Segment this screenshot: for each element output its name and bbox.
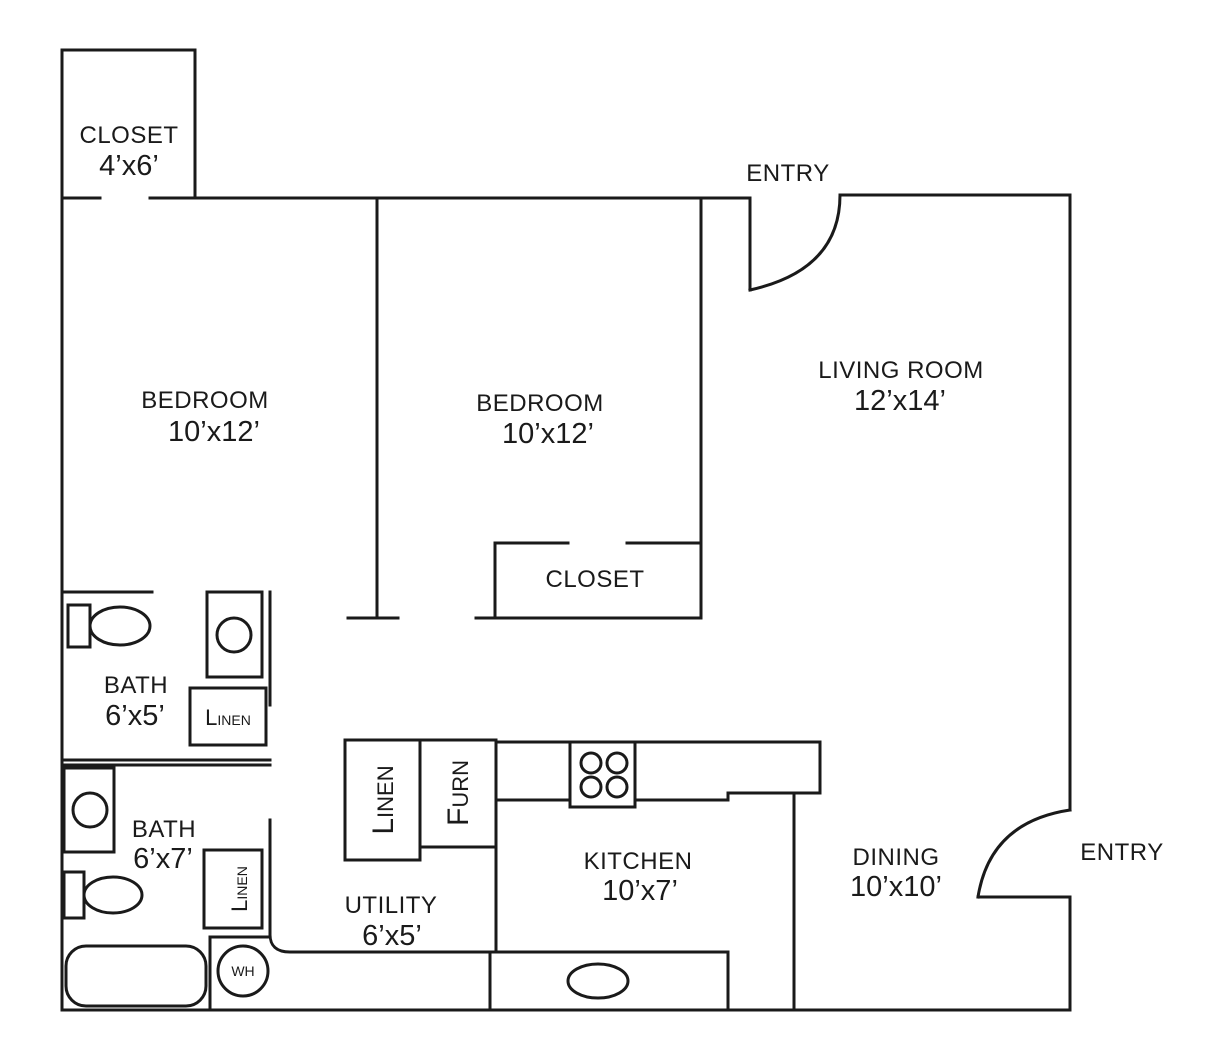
bedroom-2-size: 10’x12’ [502, 418, 594, 450]
entry-top-label: ENTRY [746, 160, 829, 187]
living-room-size: 12’x14’ [854, 385, 946, 417]
bedroom-1-size: 10’x12’ [168, 416, 260, 448]
furnace-closet [418, 738, 498, 849]
closet-top-size: 4’x6’ [99, 150, 159, 182]
closet-top-name: CLOSET [79, 122, 178, 149]
linen-bath1-label: LINEN [205, 705, 251, 730]
linen-bath2-label: LINEN [227, 866, 252, 912]
bath-2-size: 6’x7’ [133, 843, 193, 875]
burner [579, 775, 603, 799]
linen-utility-label: LINEN [367, 765, 400, 834]
sink-basin [215, 616, 253, 654]
linen-closet-bath1 [188, 686, 268, 747]
kitchen-name: KITCHEN [584, 848, 693, 875]
water-heater [216, 944, 270, 998]
stove [568, 740, 637, 809]
living-room-name: LIVING ROOM [818, 357, 984, 384]
burner [605, 775, 629, 799]
bath-1-size: 6’x5’ [105, 700, 165, 732]
linen-closet-bath2 [202, 848, 264, 930]
walls [60, 48, 1072, 1012]
doors [748, 193, 1072, 899]
kitchen-size: 10’x7’ [602, 875, 678, 907]
closet-mid-name: CLOSET [545, 566, 644, 593]
kitchen-sink [566, 962, 630, 1000]
bedroom-1-name: BEDROOM [141, 387, 269, 414]
fixtures [62, 590, 637, 1008]
burner [605, 751, 629, 775]
burner [579, 751, 603, 775]
toilet-bowl [82, 875, 144, 915]
bath-1-name: BATH [104, 672, 168, 699]
entry-right-label: ENTRY [1080, 839, 1163, 866]
toilet-tank [62, 870, 86, 920]
utility-size: 6’x5’ [362, 920, 422, 952]
toilet-bowl [88, 605, 152, 647]
linen-closet-utility [343, 738, 422, 862]
toilet-tank [66, 603, 92, 649]
room-labels: CLOSET 4’x6’ BEDROOM 10’x12’ BEDROOM 10’… [79, 122, 1163, 952]
utility-name: UTILITY [345, 892, 438, 919]
fixture-labels: LINEN LINEN LINEN FURN WH [205, 705, 475, 979]
sink-basin [71, 791, 109, 829]
dining-name: DINING [853, 844, 940, 871]
dining-size: 10’x10’ [850, 871, 942, 903]
bathtub [64, 944, 208, 1008]
furnace-label: FURN [442, 760, 475, 826]
water-heater-label: WH [231, 963, 254, 979]
bath-2-name: BATH [132, 816, 196, 843]
bedroom-2-name: BEDROOM [476, 390, 604, 417]
